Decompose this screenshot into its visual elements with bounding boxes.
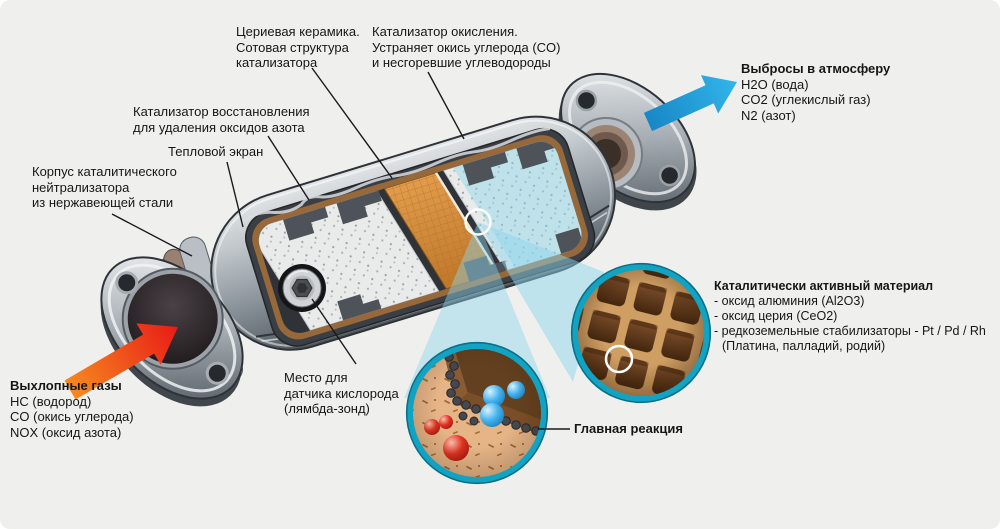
zoom-marker-honeycomb	[604, 344, 634, 374]
label-reduction-catalyst: Катализатор восстановления для удаления …	[133, 104, 310, 135]
flange-bolt-hole	[115, 271, 139, 295]
label-line: Сотовая структура	[236, 39, 349, 55]
label-line: N2 (азот)	[741, 107, 796, 123]
retainer-tab	[462, 151, 509, 186]
label-line: CO (окись углерода)	[10, 409, 134, 424]
label-line: CO2 (углекислый газ)	[741, 92, 871, 107]
label-oxidation-catalyst: Катализатор окисления. Устраняет окись у…	[372, 24, 560, 71]
retainer-tab	[463, 255, 508, 282]
label-line: Катализатор восстановления	[133, 104, 310, 119]
label-line: Тепловой экран	[168, 144, 264, 159]
label-line: (Платина, палладий, родий)	[722, 339, 886, 353]
label-main-reaction: Главная реакция	[574, 421, 683, 437]
exhaust-gas-arrow-icon	[64, 323, 178, 400]
label-active-material-title: Каталитически активный материал	[714, 279, 934, 293]
label-line: Катализатор окисления.	[372, 24, 518, 39]
retainer-tab	[336, 190, 382, 225]
leader-heat-shield	[226, 161, 244, 228]
label-line: катализатора	[236, 55, 318, 70]
label-emissions: Выбросы в атмосферу H2O (вода) CO2 (угле…	[741, 61, 890, 123]
label-line: датчика кислорода	[284, 385, 399, 401]
label-line: Место для	[284, 370, 348, 385]
label-exhaust-title: Выхлопные газы	[10, 378, 122, 393]
retainer-tab	[337, 294, 382, 321]
label-line: Главная реакция	[574, 421, 683, 436]
cutaway-section	[241, 127, 596, 347]
label-line: нейтрализатора	[32, 179, 130, 195]
label-line: Устраняет окись углерода (CO)	[372, 39, 561, 55]
leader-reduction	[267, 135, 310, 201]
label-line: - оксид алюминия (Al2O3)	[714, 294, 865, 308]
label-housing: Корпус каталитического нейтрализатора из…	[32, 164, 177, 211]
emission-arrow-icon	[643, 75, 737, 132]
label-active-material: Каталитически активный материал - оксид …	[714, 279, 986, 354]
flange-bolt-hole	[205, 361, 229, 385]
zoom-marker-device	[464, 208, 492, 236]
label-line: Цериевая керамика.	[236, 24, 360, 39]
retainer-tab	[555, 227, 586, 254]
label-line: - редкоземельные стабилизаторы - Pt / Pd…	[714, 324, 986, 338]
label-line: из нержавеющей стали	[32, 195, 174, 210]
label-line: (лямбда-зонд)	[284, 401, 370, 416]
label-line: и несгоревшие углеводороды	[372, 55, 551, 70]
oxygen-sensor-bolt	[278, 264, 326, 312]
reaction-inset	[405, 341, 549, 485]
label-line: - оксид церия (CeO2)	[714, 309, 838, 323]
leader-lines	[111, 67, 570, 430]
label-line: NOX (оксид азота)	[10, 424, 122, 440]
shell-lip	[241, 127, 551, 224]
retainer-tab	[282, 206, 329, 241]
label-cerium-ceramic: Цериевая керамика. Сотовая структура кат…	[236, 24, 360, 71]
leader-sensor	[311, 298, 357, 365]
label-exhaust-gases: Выхлопные газы HC (водород) CO (окись уг…	[10, 378, 134, 440]
label-oxygen-sensor: Место для датчика кислорода (лямбда-зонд…	[284, 370, 399, 417]
leader-oxidation	[427, 71, 465, 140]
label-emissions-title: Выбросы в атмосферу	[741, 61, 891, 76]
label-heat-shield: Тепловой экран	[168, 144, 263, 160]
leader-cerium	[311, 67, 393, 179]
label-line: Корпус каталитического	[32, 164, 177, 179]
flange-bolt-hole	[658, 164, 681, 187]
label-line: для удаления оксидов азота	[133, 119, 305, 135]
honeycomb-inset	[570, 262, 712, 404]
label-line: HC (водород)	[10, 393, 92, 409]
flange-bolt-hole	[575, 89, 598, 112]
leader-housing	[111, 213, 193, 257]
label-line: H2O (вода)	[741, 76, 809, 92]
